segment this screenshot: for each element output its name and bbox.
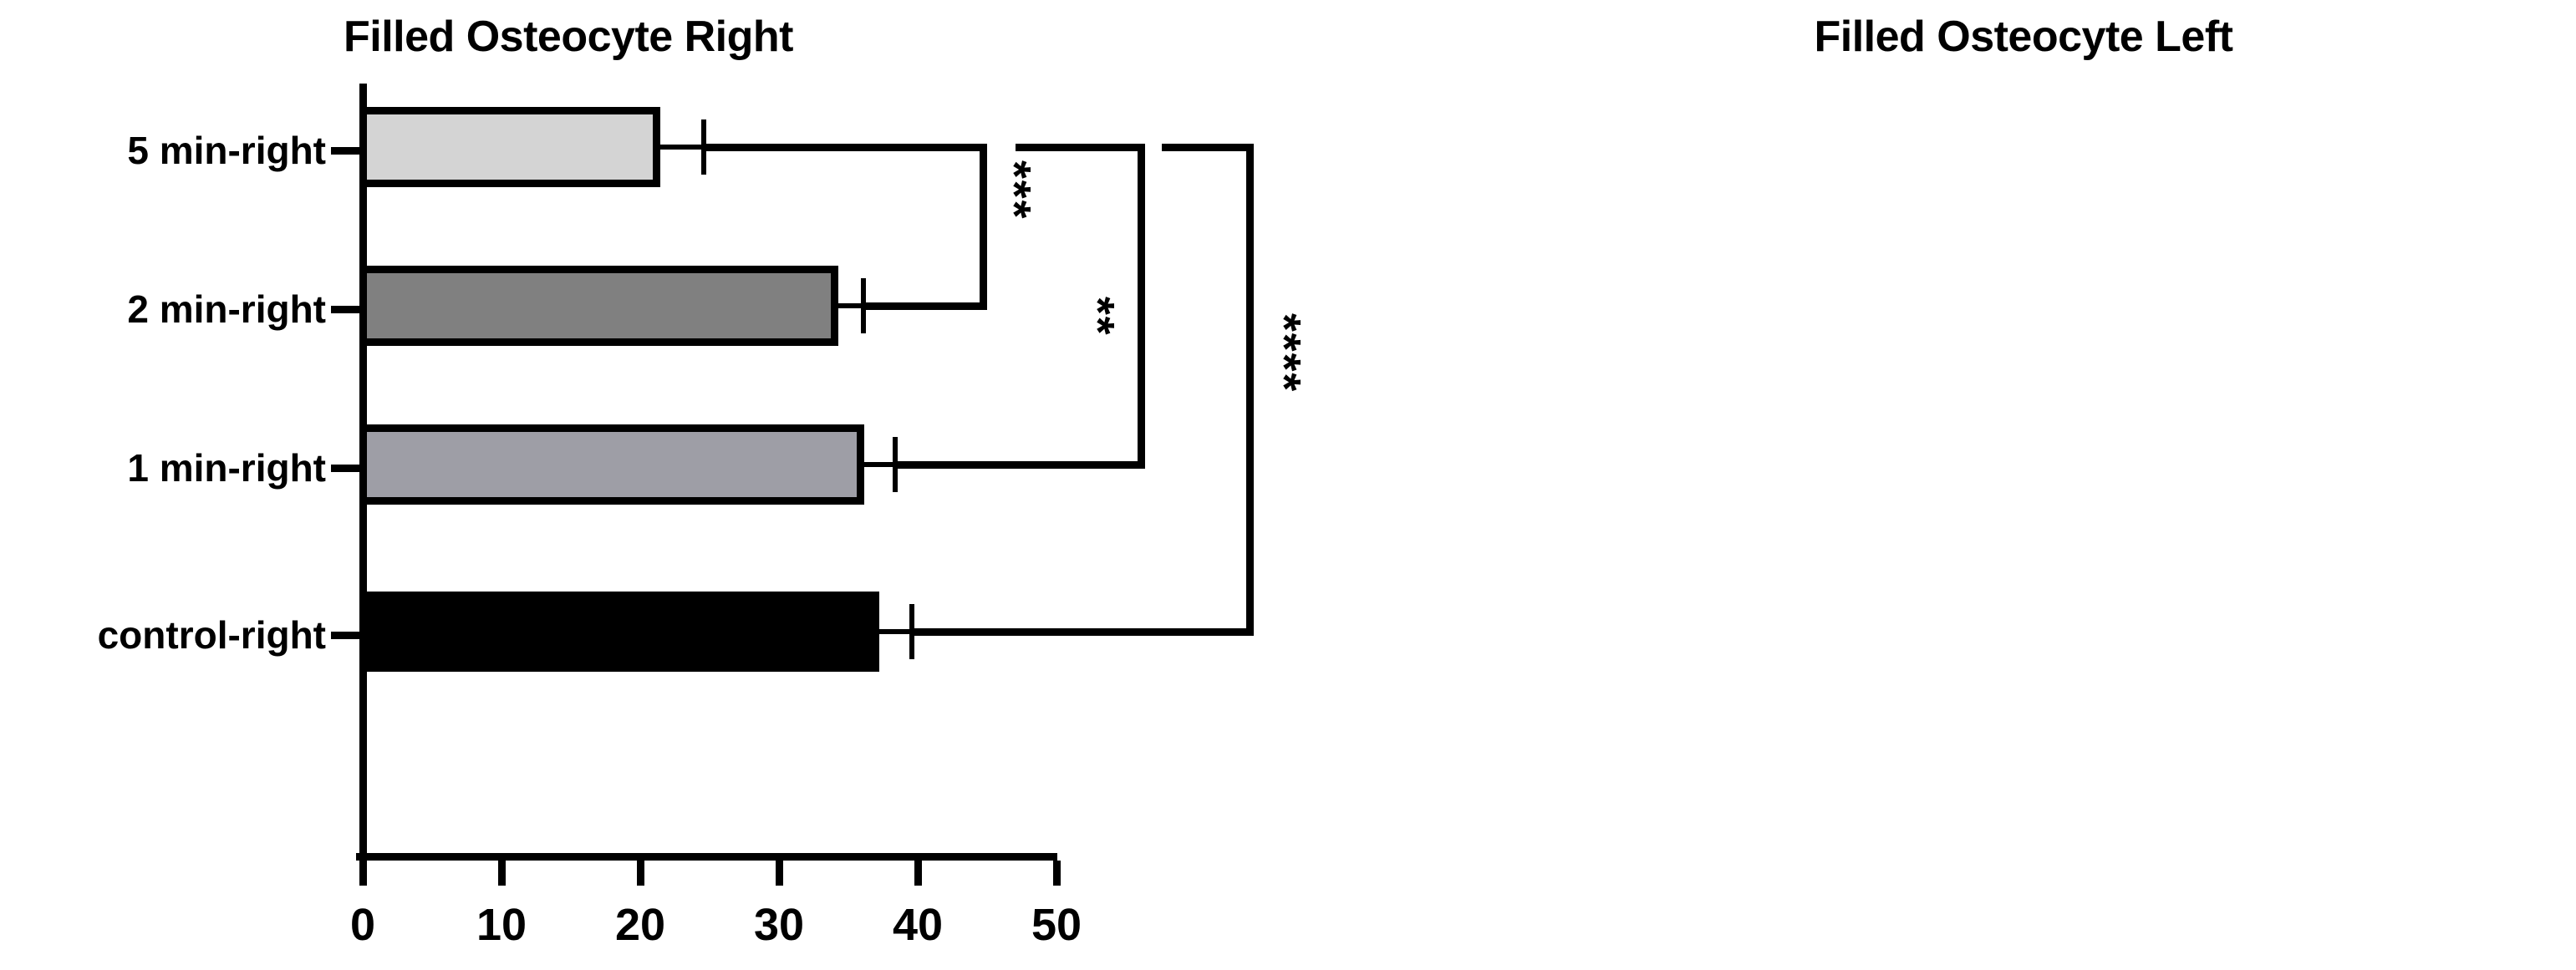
chart-title-left-panel: Filled Osteocyte Right <box>344 13 793 61</box>
bar-5-min-right <box>359 107 660 187</box>
x-tick-40 <box>914 861 922 886</box>
x-tick-label-50: 50 <box>1031 900 1082 950</box>
x-tick-label-20: 20 <box>614 900 666 950</box>
x-tick-20 <box>637 861 644 886</box>
y-tick-2min <box>331 306 359 313</box>
bar-control-right <box>359 592 879 672</box>
category-label-1-min-right: 1 min-right <box>127 446 326 490</box>
x-tick-label-0: 0 <box>349 900 376 950</box>
category-label-control-right: control-right <box>97 613 326 657</box>
x-tick-10 <box>498 861 506 886</box>
x-tick-50 <box>1053 861 1061 886</box>
bar-2-min-right <box>359 266 838 346</box>
x-tick-0 <box>359 861 367 886</box>
bar-1-min-right <box>359 424 864 505</box>
x-tick-30 <box>776 861 783 886</box>
plot-area-left: 0 10 20 30 40 50 5 min-right 2 min-right… <box>98 84 1311 950</box>
category-label-5-min-right: 5 min-right <box>127 129 326 172</box>
chart-panel-left-side: Filled Osteocyte Left 0 10 20 30 40 5 mi… <box>1304 0 2576 970</box>
significance-stars-5min-vs-1min: ** <box>1072 297 1125 337</box>
y-tick-5min <box>331 147 359 155</box>
x-axis-line <box>356 853 1057 861</box>
y-tick-1min <box>331 465 359 472</box>
y-tick-control <box>331 632 359 639</box>
chart-title-right-panel: Filled Osteocyte Left <box>1814 13 2233 61</box>
significance-stars-5min-vs-2min: *** <box>988 160 1041 221</box>
x-tick-label-30: 30 <box>753 900 805 950</box>
category-label-2-min-right: 2 min-right <box>127 287 326 331</box>
x-tick-label-10: 10 <box>476 900 527 950</box>
significance-stars-5min-vs-control: **** <box>1258 313 1311 394</box>
x-tick-label-40: 40 <box>892 900 944 950</box>
chart-panel-right-side: Filled Osteocyte Right 0 10 20 30 40 50 … <box>98 13 1311 950</box>
